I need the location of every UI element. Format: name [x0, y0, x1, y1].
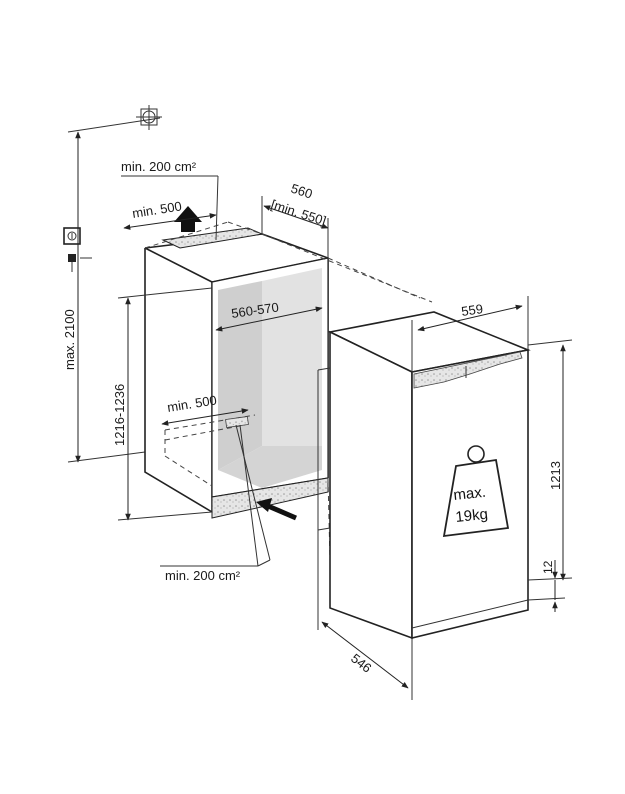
- appliance-width-label: 559: [460, 301, 484, 319]
- appliance-height-label: 1213: [548, 461, 563, 490]
- niche-height-label: 1216-1236: [112, 384, 127, 446]
- power-plug-icon: [68, 254, 92, 272]
- max-height-dimension: max. 2100: [62, 117, 161, 463]
- appliance-base-label: 12: [541, 560, 555, 574]
- bottom-vent-area-label: min. 200 cm²: [165, 568, 241, 583]
- appliance-base-dimension: 12: [527, 560, 566, 612]
- top-vent-depth-dimension: min. 500: [123, 198, 217, 230]
- niche-height-dimension: 1216-1236: [112, 287, 213, 521]
- power-socket-icon: [63, 227, 81, 245]
- top-vent-area-label: min. 200 cm²: [121, 159, 197, 174]
- niche-depth-label: 560: [289, 181, 314, 202]
- niche-depth-min-label: [min. 550]: [269, 197, 328, 229]
- appliance-width-dimension: 559: [411, 296, 529, 372]
- weight-icon: max. 19kg: [442, 445, 510, 538]
- niche-width-label: 560-570: [230, 299, 279, 320]
- niche-width-dimension: 560-570: [215, 299, 323, 332]
- max-weight-line2: 19kg: [455, 506, 489, 526]
- airflow-arrow-icon: [256, 498, 297, 521]
- bottom-vent-area-callout: min. 200 cm²: [160, 424, 271, 583]
- max-height-label: max. 2100: [62, 309, 77, 370]
- top-vent-depth-label: min. 500: [131, 198, 183, 221]
- top-vent-area-callout: min. 200 cm²: [121, 159, 219, 241]
- appliance-depth-label: 546: [348, 651, 374, 676]
- max-weight-line1: max.: [453, 484, 487, 504]
- appliance-height-dimension: 1213: [527, 339, 573, 581]
- niche-cabinet: [144, 221, 433, 561]
- crosshair-icon: [136, 105, 162, 130]
